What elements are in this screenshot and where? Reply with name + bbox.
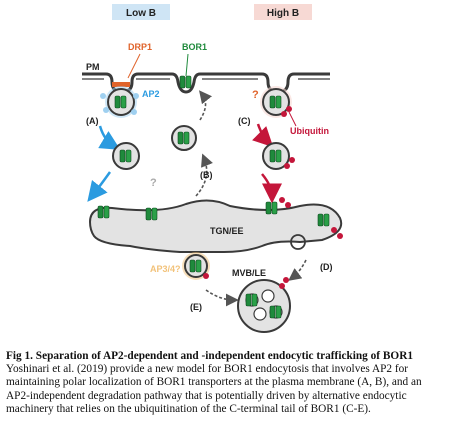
- ap2-coated-pit: [100, 86, 139, 118]
- arrow-d: [288, 259, 307, 281]
- vesicle-b: [171, 125, 197, 151]
- ap34-label: AP3/4?: [150, 264, 181, 274]
- step-d-label: (D): [320, 262, 333, 272]
- drp1-label: DRP1: [128, 42, 152, 52]
- bor1-pm-pit: [179, 75, 192, 89]
- tgn-ee-label: TGN/EE: [210, 226, 244, 236]
- low-b-label: Low B: [126, 8, 156, 19]
- ubiquitin-label: Ubiquitin: [290, 126, 329, 136]
- ap34-coated-bud: [182, 252, 210, 280]
- caption-title: Fig 1. Separation of AP2-dependent and -…: [6, 350, 414, 362]
- step-e-label: (E): [190, 302, 202, 312]
- caption-body: Yoshinari et al. (2019) provide a new mo…: [6, 363, 422, 415]
- drp1-collar-low: [112, 82, 130, 87]
- arrow-a-1: [98, 125, 121, 150]
- arrow-b-from-tgn: [195, 153, 213, 197]
- unknown-adaptor-top: ?: [252, 89, 259, 101]
- unknown-coated-pit: [260, 86, 292, 118]
- mvb-le-compartment: [237, 277, 291, 333]
- arrow-a-2: [87, 171, 112, 202]
- figure-caption: Fig 1. Separation of AP2-dependent and -…: [6, 350, 446, 438]
- arrow-b-up: [199, 90, 212, 121]
- drp1-pointer: [127, 53, 141, 79]
- mvb-le-label: MVB/LE: [232, 268, 266, 278]
- arrow-e: [205, 289, 239, 307]
- vesicle-c: [262, 142, 295, 170]
- vesicle-a: [112, 142, 140, 170]
- unknown-adaptor-mid: ?: [150, 177, 157, 189]
- ap2-label: AP2: [142, 89, 160, 99]
- step-b-label: (B): [200, 170, 213, 180]
- step-a-label: (A): [86, 116, 99, 126]
- ubiquitin-pointer: [288, 111, 297, 127]
- high-b-box: [254, 4, 312, 20]
- bor1-trafficking-diagram: Low B High B PM DRP1 BOR1 AP2 (A) (B) ?: [82, 4, 343, 333]
- arrow-c-2: [261, 173, 282, 204]
- pm-label: PM: [86, 62, 100, 72]
- high-b-label: High B: [267, 8, 299, 19]
- step-c-label: (C): [238, 116, 251, 126]
- low-b-box: [112, 4, 170, 20]
- bor1-label: BOR1: [182, 42, 207, 52]
- arrow-c-1: [252, 123, 274, 148]
- bor1-pointer: [185, 53, 189, 77]
